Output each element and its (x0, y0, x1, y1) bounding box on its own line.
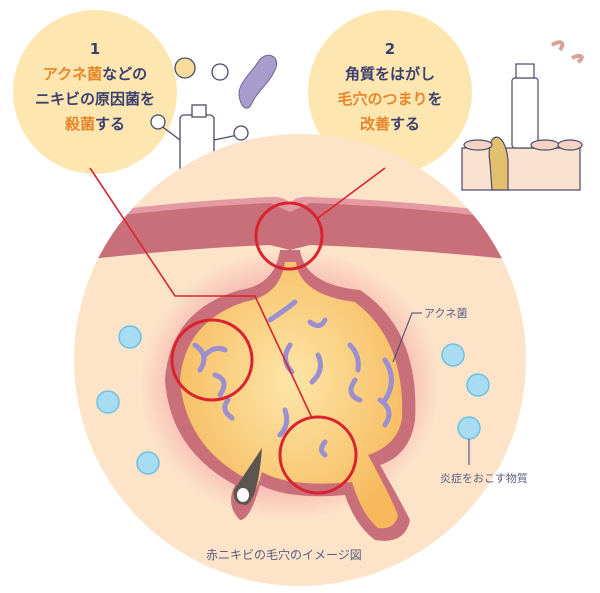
mascot-skin-icon (461, 40, 584, 191)
point2-line2: 毛穴のつまりを (310, 87, 470, 112)
point2-line2-highlight: 毛穴のつまり (337, 90, 428, 108)
point1-line1-rest: などの (102, 65, 148, 83)
point1-line3: 殺菌する (15, 112, 175, 137)
acne-bacteria-icons (192, 299, 394, 458)
point1-line3-highlight: 殺菌 (64, 115, 95, 133)
callout-lines (89, 167, 386, 495)
point2-text: 2 角質をはがし 毛穴のつまりを 改善する (310, 37, 470, 137)
point1-bubble (13, 10, 177, 174)
point1-line2: ニキビの原因菌を (34, 90, 155, 108)
leader-lines (392, 312, 470, 465)
point2-line1: 角質をはがし (344, 65, 435, 83)
point1-line1-highlight: アクネ菌 (42, 65, 103, 83)
point1-number: 1 (89, 40, 101, 58)
inflammatory-substance-label: 炎症をおこす物質 (440, 472, 528, 485)
point1-line1: アクネ菌などの (15, 62, 175, 87)
point2-line3: 改善する (310, 112, 470, 137)
point2-bubble (308, 10, 472, 174)
bacteria-label: アクネ菌 (424, 307, 468, 320)
point2-line2-rest: を (427, 90, 443, 108)
bacteria-character-icon (238, 54, 278, 109)
point2-number: 2 (384, 40, 396, 58)
diagram-caption: 赤ニキビの毛穴のイメージ図 (206, 548, 362, 562)
point2-line3-highlight: 改善 (359, 115, 390, 133)
point2-line3-rest: する (390, 115, 421, 133)
point1-line3-rest: する (95, 115, 126, 133)
point1-text: 1 アクネ菌などの ニキビの原因菌を 殺菌する (15, 37, 175, 137)
